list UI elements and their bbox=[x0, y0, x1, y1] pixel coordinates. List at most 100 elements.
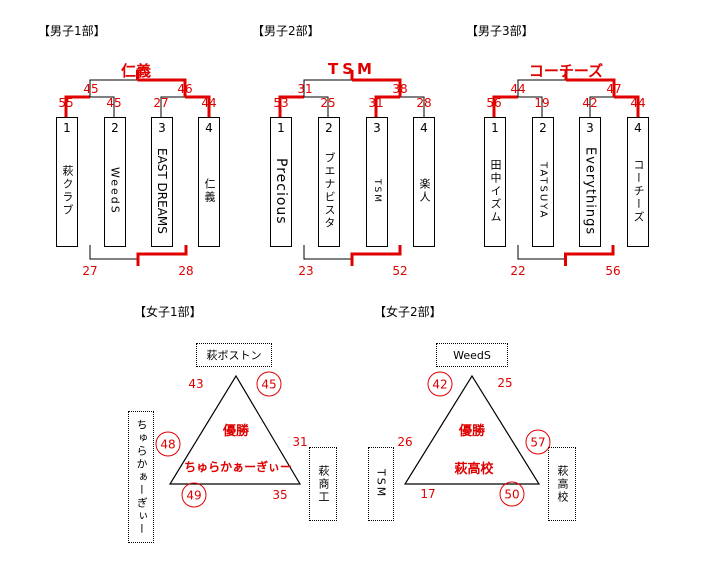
score-women2-right-mid: 57 bbox=[525, 429, 551, 455]
bracket-line bbox=[589, 96, 614, 117]
team-box-men2-2: 2 ブエナビスタ bbox=[318, 117, 340, 247]
bracket-line bbox=[136, 245, 188, 266]
team-box-men3-2: 2 TATSUYA bbox=[532, 117, 554, 247]
champion-men2: TSM bbox=[328, 60, 376, 78]
score-women1-left-mid: 48 bbox=[155, 431, 181, 457]
team-box-men3-3: 3 Everythings bbox=[579, 117, 601, 247]
bracket-line bbox=[517, 245, 566, 260]
team-box-men2-1: 1 Precious bbox=[270, 117, 292, 247]
score-men2-t2: 25 bbox=[320, 96, 336, 110]
score-men2-b-left: 23 bbox=[298, 264, 314, 278]
team-box-women2-left: TSM bbox=[368, 447, 394, 521]
winner-name-women1: ちゅらかぁーぎぃー bbox=[184, 460, 292, 474]
team-box-men3-4: 4 コーチーズ bbox=[627, 117, 649, 247]
team-number: 1 bbox=[491, 121, 499, 135]
team-name: Everythings bbox=[582, 146, 598, 236]
section-title-women1: 【女子1部】 bbox=[134, 305, 202, 319]
team-box-women2-right: 萩高校 bbox=[548, 447, 576, 521]
score-women1-top-left: 43 bbox=[188, 377, 204, 391]
score-men3-t4: 44 bbox=[630, 96, 646, 110]
team-box-women1-top: 萩ボストン bbox=[196, 343, 272, 367]
bracket-line bbox=[614, 95, 640, 117]
team-box-men3-1: 1 田中イズム bbox=[484, 117, 506, 247]
team-name: WeedS bbox=[108, 167, 122, 215]
bracket-line bbox=[566, 78, 616, 97]
team-number: 1 bbox=[63, 121, 71, 135]
bracket-line bbox=[374, 95, 400, 117]
team-number: 4 bbox=[634, 121, 642, 135]
bracket-line bbox=[303, 245, 352, 260]
team-name: ブエナビスタ bbox=[323, 152, 336, 230]
score-women2-bottom-left: 17 bbox=[420, 487, 436, 501]
team-name: 楽人 bbox=[418, 178, 431, 204]
score-men1-s1-left: 45 bbox=[83, 82, 99, 96]
bracket-line bbox=[137, 78, 187, 97]
team-box-women2-top: WeedS bbox=[436, 343, 508, 367]
team-box-men1-1: 1 萩クラブ bbox=[56, 117, 78, 247]
score-men3-t1: 56 bbox=[486, 96, 502, 110]
team-number: 3 bbox=[373, 121, 381, 135]
score-men1-b-left: 27 bbox=[82, 264, 98, 278]
team-box-women1-right: 萩商工 bbox=[309, 447, 337, 521]
score-men3-s1-right: 47 bbox=[606, 82, 622, 96]
score-men1-b-right: 28 bbox=[178, 264, 194, 278]
bracket-line bbox=[518, 96, 543, 117]
team-name: EAST DREAMS bbox=[155, 148, 169, 234]
score-men1-t4: 44 bbox=[201, 96, 217, 110]
score-men2-b-right: 52 bbox=[392, 264, 408, 278]
score-women1-top-right: 45 bbox=[256, 371, 282, 397]
score-men3-s1-left: 44 bbox=[510, 82, 526, 96]
team-number: 2 bbox=[111, 121, 119, 135]
score-men3-t3: 42 bbox=[582, 96, 598, 110]
team-number: 2 bbox=[539, 121, 547, 135]
bracket-line bbox=[304, 96, 329, 117]
bracket-line bbox=[303, 79, 352, 97]
score-men1-t1: 55 bbox=[58, 96, 74, 110]
team-number: 3 bbox=[158, 121, 166, 135]
team-name: コーチーズ bbox=[632, 158, 645, 224]
section-title-men1: 【男子1部】 bbox=[38, 24, 106, 38]
bracket-line bbox=[400, 96, 425, 117]
score-men1-s1-right: 46 bbox=[177, 82, 193, 96]
team-number: 3 bbox=[586, 121, 594, 135]
team-box-men1-2: 2 WeedS bbox=[104, 117, 126, 247]
score-men3-b-right: 56 bbox=[605, 264, 621, 278]
section-title-men2: 【男子2部】 bbox=[252, 24, 320, 38]
team-box-men1-4: 4 仁義 bbox=[198, 117, 220, 247]
score-women2-top-right: 25 bbox=[497, 376, 513, 390]
winner-name-women2: 萩高校 bbox=[454, 462, 494, 477]
score-women1-bottom-left: 49 bbox=[181, 482, 207, 508]
score-men2-t1: 53 bbox=[273, 96, 289, 110]
bracket-line bbox=[89, 79, 138, 97]
score-men2-t3: 31 bbox=[368, 96, 384, 110]
team-name: TSM bbox=[372, 178, 382, 204]
score-women1-right-mid: 31 bbox=[292, 435, 308, 449]
team-number: 2 bbox=[325, 121, 333, 135]
score-men1-t2: 45 bbox=[106, 96, 122, 110]
team-number: 4 bbox=[420, 121, 428, 135]
bracket-line bbox=[350, 245, 402, 266]
champion-men3: コーチーズ bbox=[528, 62, 604, 80]
score-women1-bottom-right: 35 bbox=[272, 488, 288, 502]
bracket-line bbox=[90, 96, 115, 117]
bracket-line bbox=[89, 245, 138, 260]
winner-label-women1: 優勝 bbox=[222, 424, 250, 439]
team-number: 1 bbox=[277, 121, 285, 135]
team-number: 4 bbox=[205, 121, 213, 135]
score-women2-top-left: 42 bbox=[427, 371, 453, 397]
round-robin-triangle-women1 bbox=[168, 374, 302, 485]
bracket-line bbox=[160, 96, 185, 117]
score-men3-t2: 19 bbox=[534, 96, 550, 110]
section-title-women2: 【女子2部】 bbox=[374, 305, 442, 319]
bracket-line bbox=[492, 95, 518, 117]
bracket-line bbox=[564, 245, 615, 266]
score-men2-s1-right: 38 bbox=[392, 82, 408, 96]
score-women2-left-mid: 26 bbox=[397, 435, 413, 449]
team-box-women1-left: ちゅらかぁーぎぃー bbox=[128, 411, 154, 543]
bracket-line bbox=[64, 95, 90, 117]
bracket-line bbox=[278, 95, 304, 117]
score-men1-t3: 27 bbox=[153, 96, 169, 110]
score-women2-bottom-right: 50 bbox=[499, 481, 525, 507]
score-men2-s1-left: 31 bbox=[297, 82, 313, 96]
